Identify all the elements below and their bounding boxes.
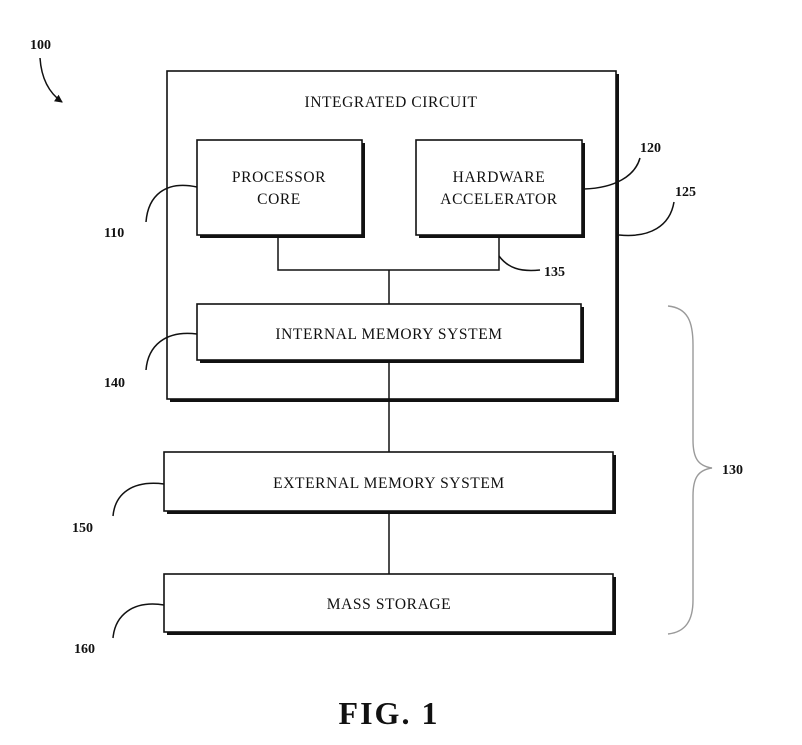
- hardware-accelerator-ref: 120: [640, 141, 661, 156]
- processor-core-label-line1: PROCESSOR: [232, 169, 326, 186]
- mass-storage-leader: [112, 603, 165, 639]
- integrated-circuit-leader: [618, 201, 675, 237]
- hardware-accelerator-leader: [583, 157, 641, 190]
- external-memory-leader: [112, 482, 165, 517]
- mass-storage-label: MASS STORAGE: [327, 596, 452, 613]
- external-memory-ref: 150: [72, 521, 93, 536]
- internal-memory-ref: 140: [104, 376, 125, 391]
- integrated-circuit-label: INTEGRATED CIRCUIT: [304, 94, 477, 111]
- integrated-circuit-ref: 125: [675, 185, 696, 200]
- hardware-accelerator-label-line1: HARDWARE: [453, 169, 546, 186]
- processor-core-box: [196, 139, 365, 238]
- figure-ref-label: 100: [30, 38, 51, 53]
- internal-bus: [277, 238, 500, 304]
- internal-memory-box: [196, 303, 584, 363]
- external-memory-label: EXTERNAL MEMORY SYSTEM: [273, 475, 505, 492]
- bus-ref: 135: [544, 265, 565, 280]
- memory-hierarchy-ref: 130: [722, 463, 743, 478]
- hardware-accelerator-label-line2: ACCELERATOR: [440, 191, 557, 208]
- processor-core-label-line2: CORE: [257, 191, 301, 208]
- memory-hierarchy-brace: [667, 305, 713, 635]
- external-memory-box: [163, 451, 616, 514]
- figure-caption: FIG. 1: [339, 695, 440, 731]
- processor-core-leader: [145, 184, 198, 223]
- mass-storage-ref: 160: [74, 642, 95, 657]
- internal-memory-label: INTERNAL MEMORY SYSTEM: [275, 326, 502, 343]
- figure-ref-arrow: [39, 57, 63, 103]
- bus-leader: [498, 255, 541, 272]
- hardware-accelerator-box: [415, 139, 585, 238]
- processor-core-ref: 110: [104, 226, 124, 241]
- mass-storage-box: [163, 573, 616, 635]
- internal-memory-leader: [145, 332, 198, 371]
